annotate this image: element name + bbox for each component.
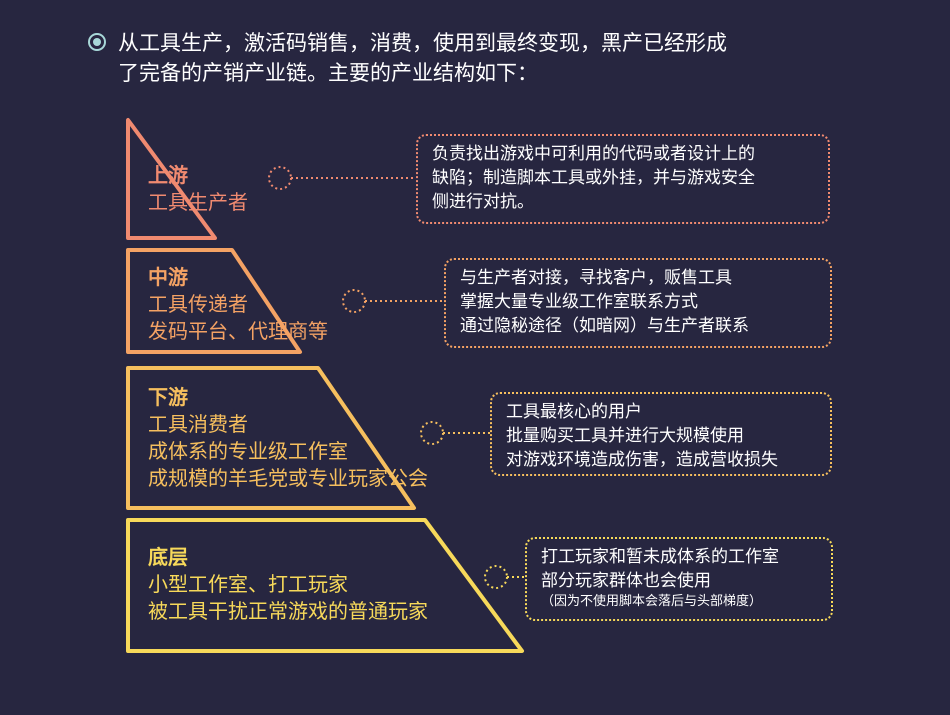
tier-3-note-line-3: 对游戏环境造成伤害，造成营收损失 [506, 450, 778, 470]
tier-3-line-3: 成规模的羊毛党或专业玩家公会 [148, 466, 428, 490]
tier-3-note-line-1: 工具最核心的用户 [506, 402, 642, 422]
tier-1-line-1: 工具生产者 [148, 190, 248, 214]
tier-2-line-2: 发码平台、代理商等 [148, 319, 328, 343]
tier-4-label: 底层 小型工作室、打工玩家 被工具干扰正常游戏的普通玩家 [148, 544, 428, 625]
tier-2-title: 中游 [148, 265, 188, 289]
connector-3 [420, 421, 490, 445]
tier-3-title: 下游 [148, 385, 188, 409]
tier-4-note-line-1: 打工玩家和暂未成体系的工作室 [541, 547, 779, 567]
tier-3-note: 工具最核心的用户 批量购买工具并进行大规模使用 对游戏环境造成伤害，造成营收损失 [490, 392, 832, 476]
tier-1-outline [126, 118, 217, 240]
tier-2-line-1: 工具传递者 [148, 292, 248, 316]
tier-4-title: 底层 [148, 545, 188, 569]
tier-2-label: 中游 工具传递者 发码平台、代理商等 [148, 264, 328, 345]
tier-2-outline [126, 248, 302, 354]
tier-1-note-line-1: 负责找出游戏中可利用的代码或者设计上的 [432, 144, 755, 164]
tier-3-line-2: 成体系的专业级工作室 [148, 439, 348, 463]
tier-4-note: 打工玩家和暂未成体系的工作室 部分玩家群体也会使用 （因为不使用脚本会落后与头部… [525, 537, 833, 621]
intro-line-1: 从工具生产，激活码销售，消费，使用到最终变现，黑产已经形成 [118, 31, 727, 55]
tier-4-note-line-2: 部分玩家群体也会使用 [541, 571, 711, 591]
tier-4-line-1: 小型工作室、打工玩家 [148, 572, 348, 596]
tier-4-line-2: 被工具干扰正常游戏的普通玩家 [148, 599, 428, 623]
intro-text: 从工具生产，激活码销售，消费，使用到最终变现，黑产已经形成 了完备的产销产业链。… [118, 28, 908, 88]
tier-1-title: 上游 [148, 163, 188, 187]
tier-3-note-line-2: 批量购买工具并进行大规模使用 [506, 426, 744, 446]
tier-3-label: 下游 工具消费者 成体系的专业级工作室 成规模的羊毛党或专业玩家公会 [148, 384, 428, 492]
tier-2-note-line-2: 掌握大量专业级工作室联系方式 [460, 292, 698, 312]
intro-line-2: 了完备的产销产业链。主要的产业结构如下： [118, 61, 538, 85]
tier-1-label: 上游 工具生产者 [148, 162, 248, 216]
tier-1-note: 负责找出游戏中可利用的代码或者设计上的 缺陷；制造脚本工具或外挂，并与游戏安全 … [416, 134, 830, 224]
bullet-icon [88, 33, 106, 51]
tier-2-note-line-1: 与生产者对接，寻找客户，贩售工具 [460, 268, 732, 288]
tier-3-line-1: 工具消费者 [148, 412, 248, 436]
connector-1 [268, 166, 416, 190]
tier-2-note-line-3: 通过隐秘途径（如暗网）与生产者联系 [460, 316, 749, 336]
tier-4-outline [126, 518, 524, 653]
tier-2-note: 与生产者对接，寻找客户，贩售工具 掌握大量专业级工作室联系方式 通过隐秘途径（如… [444, 258, 832, 348]
tier-1-note-line-2: 缺陷；制造脚本工具或外挂，并与游戏安全 [432, 168, 755, 188]
tier-1-note-line-3: 侧进行对抗。 [432, 192, 534, 212]
connector-4 [484, 565, 525, 589]
tier-4-note-small: （因为不使用脚本会落后与头部梯度） [541, 594, 763, 609]
tier-3-outline [126, 366, 416, 510]
connector-2 [342, 289, 444, 313]
